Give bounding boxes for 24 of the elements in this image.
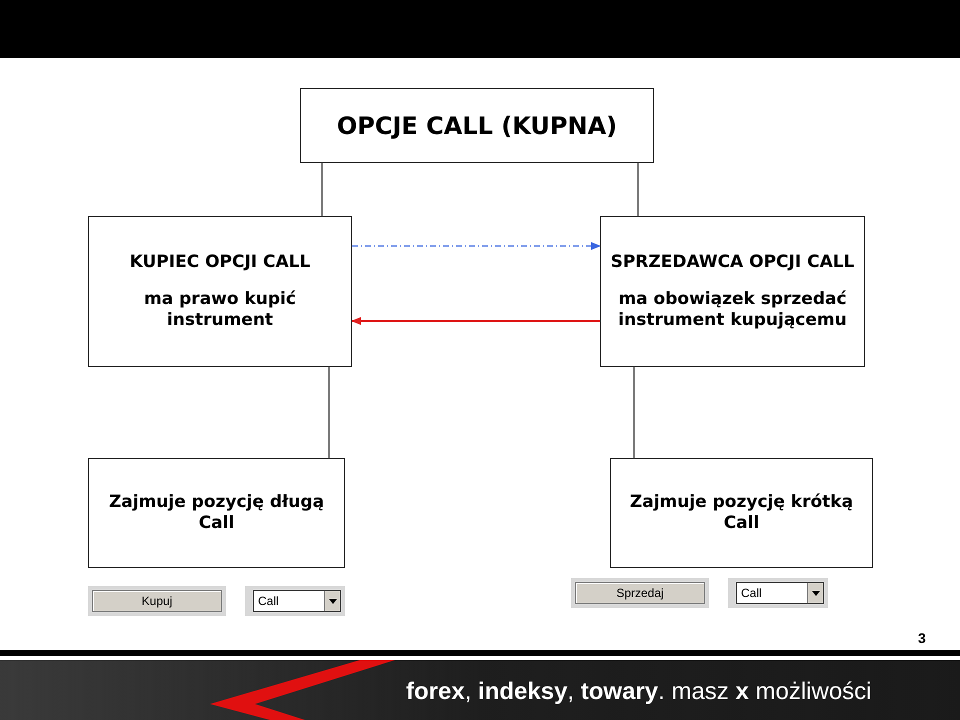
box-text: ma obowiązek sprzedać instrument kupującemu <box>617 288 848 332</box>
arrow <box>352 242 601 250</box>
title: OPCJE CALL (KUPNA) <box>336 110 618 140</box>
ui-button: Kupuj <box>92 590 222 612</box>
connector-line <box>633 367 635 458</box>
ui-button: Sprzedaj <box>575 582 705 604</box>
connector-line <box>637 163 639 216</box>
page-number: 3 <box>918 629 926 648</box>
box-text: ma prawo kupić instrument <box>143 288 297 332</box>
arrow <box>351 317 600 325</box>
dropdown-field: Call <box>736 582 824 604</box>
text-box <box>610 458 873 568</box>
connector-line <box>321 163 323 216</box>
title-box <box>300 88 654 163</box>
role-heading: SPRZEDAWCA OPCJI CALL <box>610 252 854 273</box>
text-box <box>600 216 865 367</box>
slogan: forex, indeksy, towary. masz x możliwości <box>406 677 872 707</box>
box-text: Zajmuje pozycję długą Call <box>108 492 326 534</box>
dropdown-field: Call <box>253 590 341 612</box>
text-box <box>88 458 345 568</box>
text-box <box>88 216 352 367</box>
role-heading: KUPIEC OPCJI CALL <box>130 252 310 273</box>
box-text: Zajmuje pozycję krótką Call <box>628 492 854 534</box>
connector-line <box>328 367 330 458</box>
